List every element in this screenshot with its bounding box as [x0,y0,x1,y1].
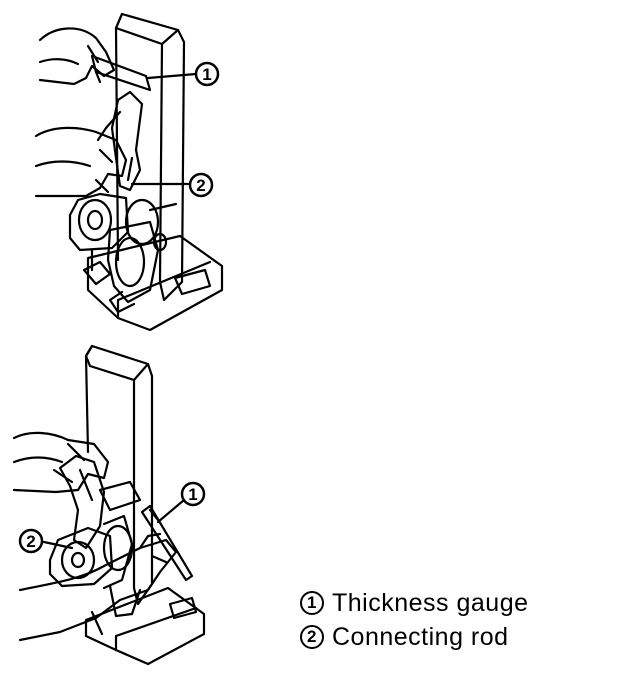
top-callout-2-label: 2 [196,176,205,195]
legend-item-thickness-gauge: 1 Thickness gauge [300,586,529,620]
legend-number-badge: 2 [300,625,324,649]
top-callout-1-circle [194,61,220,87]
top-illustration [34,12,224,332]
top-leader-1 [146,72,198,80]
top-upper-hand [38,27,116,86]
bottom-connecting-rod [58,454,106,550]
top-thickness-gauge [90,54,152,92]
legend-label: Connecting rod [332,623,509,651]
top-callout-2-circle [188,172,214,198]
bottom-leader-1 [156,498,186,524]
top-base-plate [86,234,224,332]
bottom-upper-hand [12,431,110,494]
bottom-thickness-gauge [140,504,194,582]
bottom-callout-1-circle [180,481,206,507]
top-crank-assembly [68,192,178,314]
bottom-illustration [12,344,206,666]
legend-item-connecting-rod: 2 Connecting rod [300,620,529,654]
bottom-upright-panel [84,344,154,606]
top-lower-hand [34,126,128,198]
legend-number-badge: 1 [300,591,324,615]
bottom-callout-2-label: 2 [26,532,35,551]
top-connecting-rod [110,90,144,192]
top-callout-1-label: 1 [202,65,211,84]
bottom-lower-hand [18,538,178,642]
bottom-crank-assembly [48,480,142,618]
top-upright-panel [114,12,186,302]
bottom-base-plate [84,586,206,666]
bottom-leader-2 [42,540,74,550]
legend: 1 Thickness gauge 2 Connecting rod [300,586,529,654]
bottom-callout-1-label: 1 [188,485,197,504]
legend-label: Thickness gauge [332,589,529,617]
bottom-callout-2-circle [18,528,44,554]
